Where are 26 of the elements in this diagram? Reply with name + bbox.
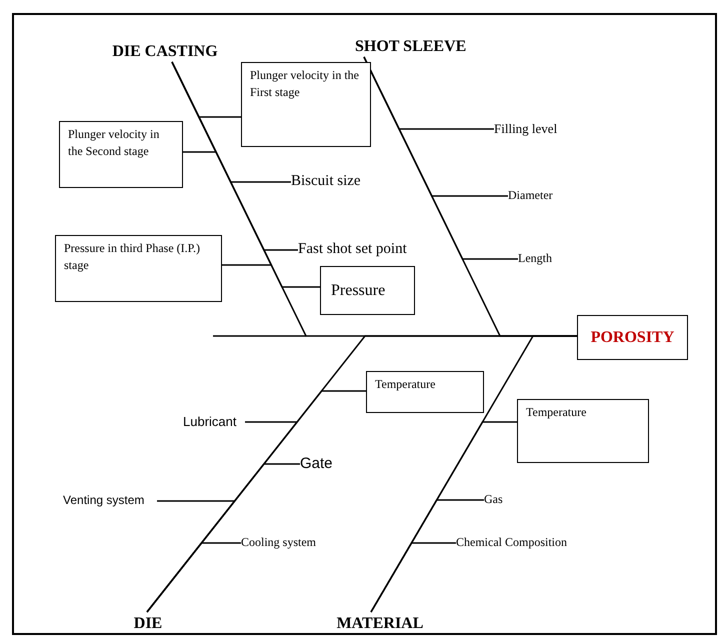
- cause-label: Length: [518, 250, 563, 268]
- cause-label: Lubricant: [183, 412, 245, 432]
- cause-label: Chemical Composition: [456, 534, 574, 552]
- cause-box: Temperature: [517, 399, 649, 463]
- cause-label: Fast shot set point: [298, 238, 420, 262]
- cause-label: Diameter: [508, 187, 560, 205]
- cause-label: Biscuit size: [291, 170, 376, 194]
- cause-box: Pressure in third Phase (I.P.) stage: [55, 235, 222, 302]
- cause-label: Venting system: [63, 492, 157, 510]
- cause-box: Plunger velocity in the Second stage: [59, 121, 183, 188]
- cause-box: Pressure: [320, 266, 415, 315]
- cause-label: Gas: [484, 491, 510, 509]
- rib-line: [370, 542, 456, 612]
- cause-label: Cooling system: [241, 534, 325, 552]
- category-label: DIE: [127, 612, 169, 636]
- cause-box: Temperature: [366, 371, 484, 413]
- rib-line: [363, 56, 518, 260]
- cause-box: Plunger velocity in the First stage: [241, 62, 371, 147]
- rib-line: [171, 62, 320, 288]
- category-label: MATERIAL: [326, 612, 434, 636]
- cause-label: Gate: [300, 453, 342, 475]
- category-label: DIE CASTING: [105, 40, 225, 64]
- cause-label: Filling level: [494, 118, 566, 140]
- rib-line: [146, 542, 241, 612]
- category-label: SHOT SLEEVE: [355, 35, 465, 58]
- effect-box: POROSITY: [577, 315, 688, 360]
